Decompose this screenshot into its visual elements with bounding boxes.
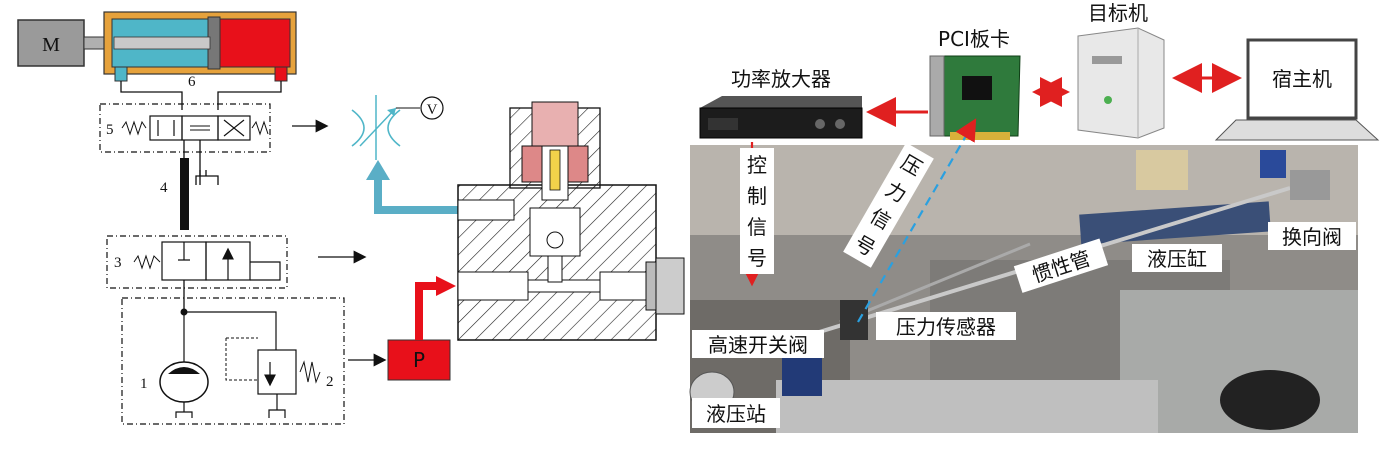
- voltage-label: V: [427, 102, 438, 118]
- cylinder-label-box: 液压缸: [1132, 244, 1222, 272]
- pressure-sensor-label-box: 压力传感器: [876, 312, 1016, 340]
- target-pc-label: 目标机: [1088, 1, 1148, 25]
- pressure-sensor-label: 压力传感器: [896, 315, 996, 339]
- pressure-source: P: [387, 339, 451, 381]
- motor-block: M: [17, 19, 115, 67]
- station-label: 液压站: [706, 402, 766, 426]
- label-1: 1: [140, 376, 148, 392]
- reversing-valve-label-box: 换向阀: [1268, 222, 1356, 250]
- pci-card-label: PCI板卡: [938, 27, 1010, 51]
- control-signal-label: 控 制 信 号: [740, 148, 774, 274]
- label-6: 6: [188, 74, 196, 90]
- control-signal-char-3: 信: [747, 215, 767, 239]
- hydraulic-cylinder: [103, 11, 297, 82]
- hs-valve-label: 高速开关阀: [708, 333, 808, 357]
- cylinder-pipes: [120, 81, 282, 110]
- return-flow-pipe: [374, 176, 458, 214]
- pressure-signal-line: [857, 118, 977, 323]
- control-signal-char-2: 制: [747, 184, 767, 208]
- label-4: 4: [160, 180, 168, 196]
- reversing-valve-label: 换向阀: [1282, 225, 1342, 249]
- valve-cross-section: [457, 101, 685, 341]
- label-3: 3: [114, 255, 122, 271]
- pressure-signal-label: 压 力 信 号: [843, 142, 934, 268]
- hs-valve-label-box: 高速开关阀: [692, 330, 824, 358]
- pci-card: PCI板卡: [929, 27, 1021, 140]
- cylinder-label: 液压缸: [1147, 247, 1207, 271]
- rod-4: [180, 158, 189, 230]
- label-5: 5: [106, 122, 114, 138]
- station-label-box: 液压站: [692, 398, 780, 428]
- power-amplifier: 功率放大器: [699, 67, 863, 139]
- target-computer: 目标机: [1077, 1, 1165, 139]
- control-signal-char-4: 号: [747, 246, 767, 270]
- host-laptop: 宿主机: [1214, 38, 1380, 141]
- label-2: 2: [326, 374, 334, 390]
- motor-label: M: [42, 34, 60, 56]
- directional-valve-5: 5: [99, 103, 271, 153]
- pressure-pipe: [415, 282, 440, 340]
- pump-station: 1 2: [121, 297, 345, 425]
- host-pc-label: 宿主机: [1272, 67, 1332, 91]
- control-signal-char-1: 控: [747, 153, 767, 177]
- tank-symbol-5: [195, 140, 219, 185]
- throttle-valve: V: [351, 95, 444, 160]
- valve-3: 3: [106, 235, 288, 289]
- pressure-source-label: P: [413, 348, 425, 372]
- power-amp-label: 功率放大器: [731, 67, 831, 91]
